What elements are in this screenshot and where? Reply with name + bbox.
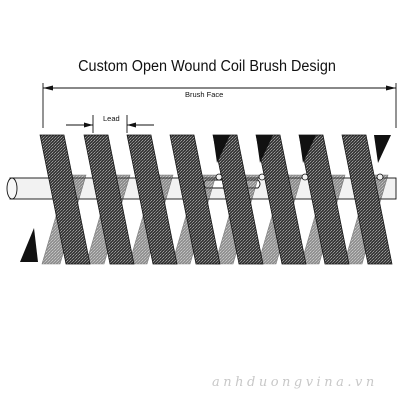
diagram-title: Custom Open Wound Coil Brush Design — [78, 58, 336, 75]
clip-triangle — [256, 135, 273, 163]
lead-dimension — [66, 115, 154, 133]
coil-front-strip — [341, 134, 393, 265]
clip-pin — [301, 173, 309, 181]
lead-label: Lead — [103, 114, 120, 123]
coil-front-strip — [169, 134, 221, 265]
brush-face-arrow-right — [386, 85, 396, 91]
coil-clips — [20, 135, 391, 262]
brush-face-arrow-left — [43, 85, 53, 91]
coil-front-strip — [126, 134, 178, 265]
lead-arrow-right — [127, 122, 136, 128]
clip-triangle — [299, 135, 316, 163]
coil-front-strips — [39, 134, 393, 265]
clip-triangle-bottom — [20, 228, 38, 262]
clip-triangle — [213, 135, 230, 163]
coil-front-strip — [39, 134, 91, 265]
watermark-text: anhduongvina.vn — [212, 375, 378, 390]
clip-pin — [258, 173, 266, 181]
brush-face-dimension — [42, 83, 397, 128]
clip-pin — [215, 173, 223, 181]
clip-triangle — [374, 135, 391, 163]
lead-arrow-left — [84, 122, 93, 128]
brush-face-label: Brush Face — [185, 90, 224, 99]
clip-pin — [376, 173, 384, 181]
coil-front-strip — [83, 134, 135, 265]
shaft-end — [6, 177, 18, 200]
